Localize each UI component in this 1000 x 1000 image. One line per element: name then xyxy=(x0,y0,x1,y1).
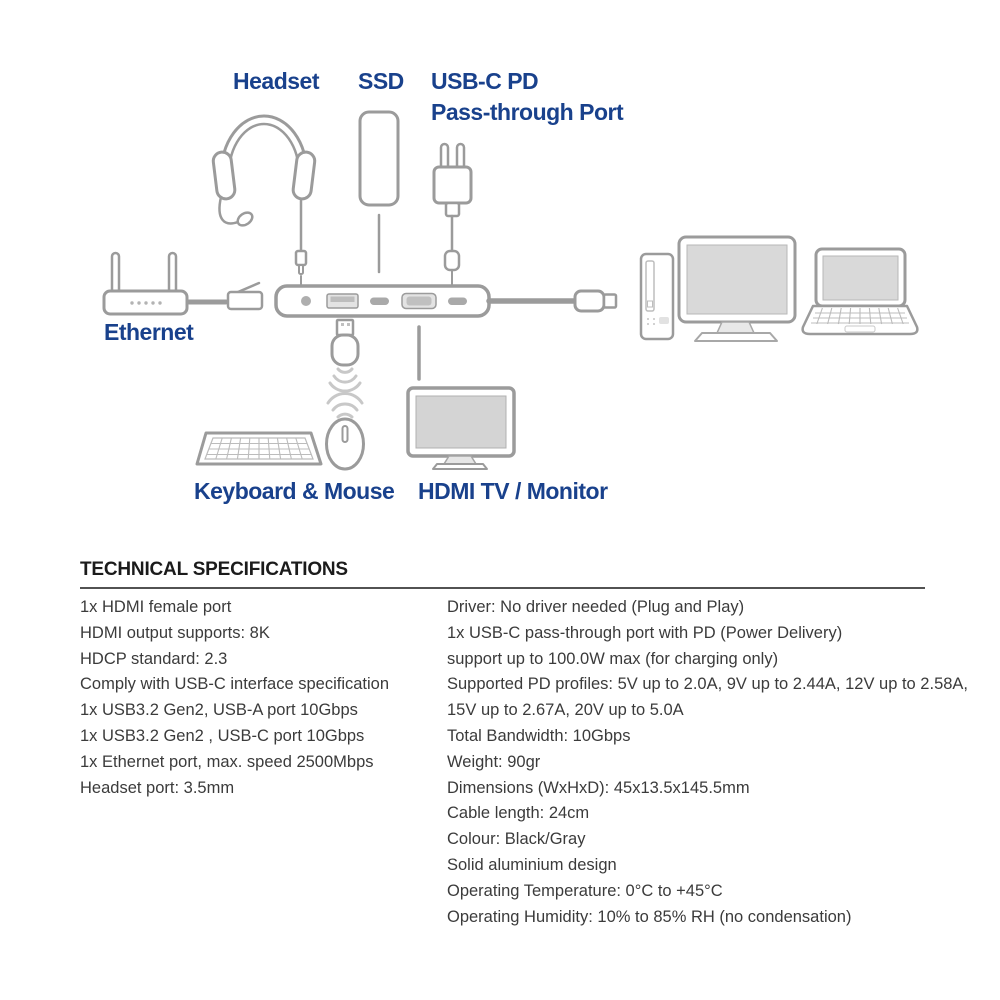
desktop-pc-icon xyxy=(639,252,675,341)
hdmi-tv-label: HDMI TV / Monitor xyxy=(418,478,608,504)
spec-line: HDMI output supports: 8K xyxy=(80,623,270,642)
spec-line: Comply with USB-C interface specificatio… xyxy=(80,675,390,694)
usb-receiver-icon xyxy=(330,318,360,367)
spec-line: 1x USB3.2 Gen2 , USB-C port 10Gbps xyxy=(80,726,365,745)
spec-line: Solid aluminium design xyxy=(447,855,617,874)
spec-line: Cable length: 24cm xyxy=(447,804,590,823)
laptop-icon xyxy=(801,247,919,336)
spec-line: Colour: Black/Gray xyxy=(447,830,586,849)
usb-c-port xyxy=(370,297,389,305)
usb-c-pd-label-line2: Pass-through Port xyxy=(431,99,624,125)
usb-c-host-cable-icon xyxy=(486,289,618,313)
connectivity-diagram xyxy=(102,110,919,471)
spec-line: Weight: 90gr xyxy=(447,752,541,771)
spec-line: 1x USB3.2 Gen2, USB-A port 10Gbps xyxy=(80,701,358,720)
spec-line: Operating Temperature: 0°C to +45°C xyxy=(447,881,723,900)
spec-line: support up to 100.0W max (for charging o… xyxy=(447,649,779,668)
specs-columns: 1x HDMI female port HDMI output supports… xyxy=(80,595,968,930)
specs-column-left: 1x HDMI female port HDMI output supports… xyxy=(80,595,447,930)
spec-line: Total Bandwidth: 10Gbps xyxy=(447,726,631,745)
ethernet-label: Ethernet xyxy=(104,319,194,345)
spec-line: Headset port: 3.5mm xyxy=(80,778,235,797)
hdmi-monitor-icon xyxy=(406,325,516,470)
ssd-icon xyxy=(358,110,400,274)
audio-jack-port xyxy=(301,296,311,306)
usb-c-dock-icon xyxy=(274,284,491,318)
spec-line: Operating Humidity: 10% to 85% RH (no co… xyxy=(447,907,852,926)
specs-column-right: Driver: No driver needed (Plug and Play)… xyxy=(447,595,968,930)
wireless-waves-icon xyxy=(326,367,364,419)
spec-line: 1x USB-C pass-through port with PD (Powe… xyxy=(447,623,843,642)
spec-line: 1x HDMI female port xyxy=(80,598,232,616)
usb-c-pd-label-line1: USB-C PD xyxy=(431,68,539,94)
headset-label: Headset xyxy=(233,68,319,94)
spec-line: HDCP standard: 2.3 xyxy=(80,649,228,668)
usb-c-pd-port xyxy=(448,297,467,305)
ssd-label: SSD xyxy=(358,68,404,94)
keyboard-icon xyxy=(195,431,323,466)
specs-title: TECHNICAL SPECIFICATIONS xyxy=(80,559,348,580)
headset-icon xyxy=(211,114,317,286)
monitor-icon xyxy=(677,235,797,342)
ethernet-router-icon xyxy=(102,251,264,316)
spec-line: Dimensions (WxHxD): 45x13.5x145.5mm xyxy=(447,778,750,797)
keyboard-mouse-label: Keyboard & Mouse xyxy=(194,478,395,504)
usb-c-pd-label: USB-C PD Pass-through Port xyxy=(431,66,624,128)
mouse-icon xyxy=(325,417,365,471)
spec-line: 1x Ethernet port, max. speed 2500Mbps xyxy=(80,752,374,771)
power-adapter-icon xyxy=(432,142,473,286)
specs-divider xyxy=(80,587,925,589)
spec-line: Driver: No driver needed (Plug and Play) xyxy=(447,598,745,616)
technical-specifications: TECHNICAL SPECIFICATIONS 1x HDMI female … xyxy=(80,559,968,930)
spec-line: 15V up to 2.67A, 20V up to 5.0A xyxy=(447,701,684,720)
spec-line: Supported PD profiles: 5V up to 2.0A, 9V… xyxy=(447,675,969,694)
